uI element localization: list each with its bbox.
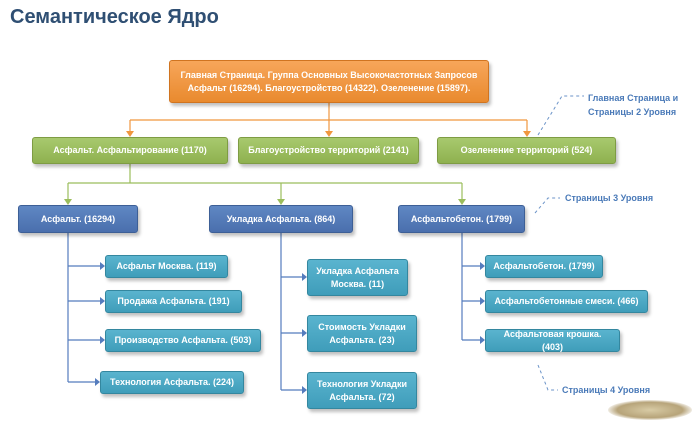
level4-node-label: Производство Асфальта. (503) — [114, 335, 252, 345]
level2-node-label: Озеленение территорий (524) — [460, 145, 593, 155]
level2-node-landscaping: Благоустройство территорий (2141) — [238, 137, 419, 164]
level2-node-greening: Озеленение территорий (524) — [437, 137, 616, 164]
level3-node-label: Асфальтобетон. (1799) — [410, 213, 513, 224]
logo-image — [608, 400, 692, 420]
level4-node-label: Технология Укладки Асфальта. (72) — [316, 378, 408, 402]
note-level2: Главная Страница и Страницы 2 Уровня — [588, 93, 679, 117]
note-level3: Страницы 3 Уровня — [565, 193, 654, 203]
level4-node: Асфальтобетон. (1799) — [485, 255, 603, 278]
level4-node: Технология Асфальта. (224) — [100, 371, 244, 394]
level3-node-asphalt-concrete: Асфальтобетон. (1799) — [398, 205, 525, 233]
level4-node-label: Асфальтобетон. (1799) — [493, 261, 595, 271]
level3-node-label: Асфальт. (16294) — [40, 213, 116, 224]
level4-node-label: Стоимость Укладки Асфальта. (23) — [318, 321, 406, 345]
level4-node: Продажа Асфальта. (191) — [105, 290, 242, 313]
level4-node-label: Укладка Асфальта Москва. (11) — [316, 265, 399, 289]
level4-node-label: Асфальтобетонные смеси. (466) — [494, 296, 639, 306]
root-node: Главная Страница. Группа Основных Высоко… — [169, 60, 489, 103]
level3-node-label: Укладка Асфальта. (864) — [226, 213, 336, 224]
note-level4: Страницы 4 Уровня — [562, 385, 651, 395]
level3-node-asphalt: Асфальт. (16294) — [18, 205, 138, 233]
level4-node-label: Асфальт Москва. (119) — [116, 261, 217, 271]
level3-node-laying: Укладка Асфальта. (864) — [209, 205, 353, 233]
level4-node-label: Продажа Асфальта. (191) — [117, 296, 230, 306]
level4-node-label: Асфальтовая крошка. (403) — [503, 328, 602, 352]
level2-node-label: Асфальт. Асфальтирование (1170) — [53, 145, 207, 155]
level2-node-asphalt: Асфальт. Асфальтирование (1170) — [32, 137, 228, 164]
level4-node: Производство Асфальта. (503) — [105, 329, 261, 352]
level4-node: Укладка Асфальта Москва. (11) — [307, 259, 408, 296]
level4-node: Асфальт Москва. (119) — [105, 255, 228, 278]
root-node-label: Главная Страница. Группа Основных Высоко… — [180, 69, 478, 93]
page-title: Семантическое Ядро — [10, 6, 219, 28]
level4-node-label: Технология Асфальта. (224) — [110, 377, 234, 387]
level4-node: Стоимость Укладки Асфальта. (23) — [307, 315, 417, 352]
level4-node: Технология Укладки Асфальта. (72) — [307, 372, 417, 409]
level4-node: Асфальтобетонные смеси. (466) — [485, 290, 648, 313]
level2-node-label: Благоустройство территорий (2141) — [248, 145, 409, 155]
level4-node: Асфальтовая крошка. (403) — [485, 329, 620, 352]
